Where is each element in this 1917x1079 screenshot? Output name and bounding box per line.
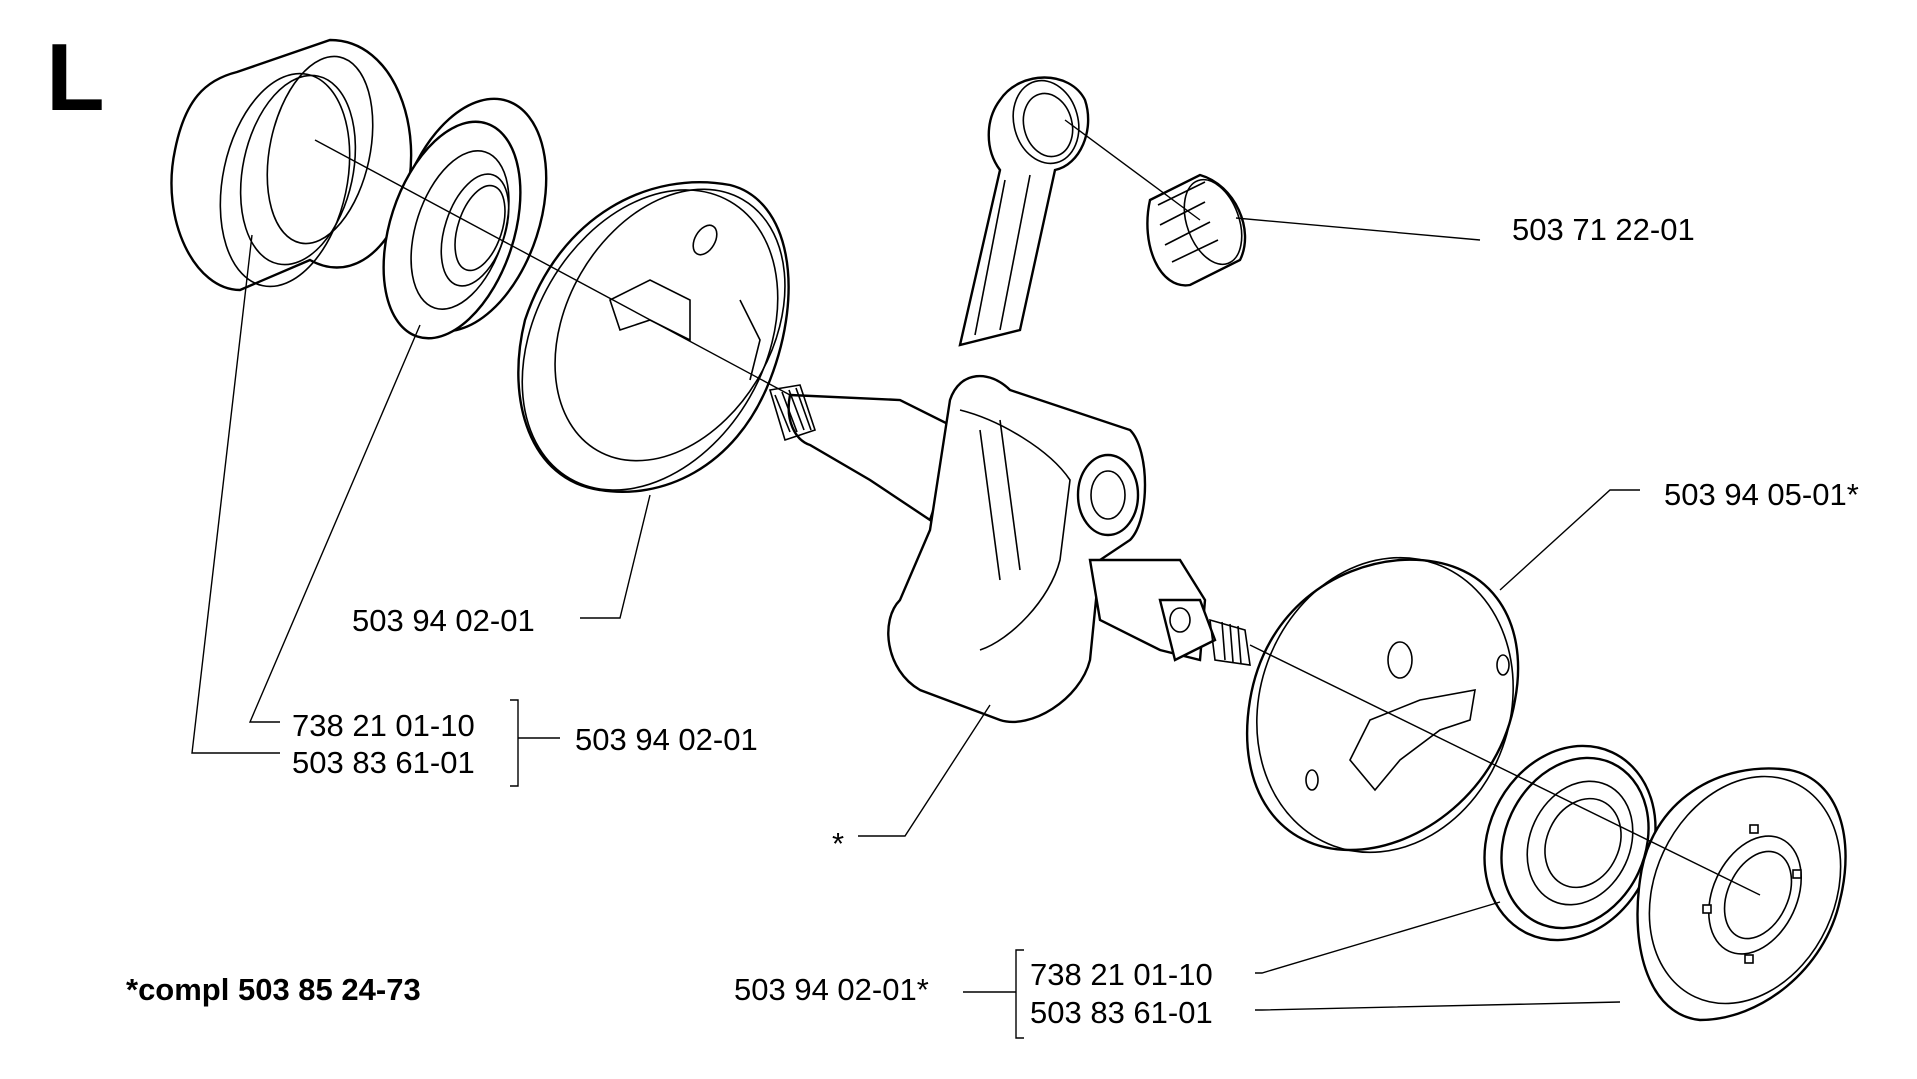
part-number-flywheel-half-right[interactable]: 503 94 05-01* — [1664, 477, 1859, 512]
part-number-needle-bearing[interactable]: 503 71 22-01 — [1512, 212, 1695, 247]
part-number-seal-left[interactable]: 503 83 61-01 — [292, 745, 475, 780]
part-number-kit-right[interactable]: 503 94 02-01* — [734, 972, 929, 1007]
part-number-kit-left[interactable]: 503 94 02-01 — [575, 722, 758, 757]
crankshaft-marker[interactable]: * — [832, 826, 845, 861]
left-seal-ring — [170, 38, 413, 292]
crankshaft-assembly — [768, 76, 1251, 724]
left-flywheel-half — [517, 181, 790, 494]
assembly-axis-lines — [314, 119, 1761, 896]
needle-bearing — [1146, 173, 1247, 287]
right-flywheel-half — [1245, 556, 1520, 854]
right-ball-bearing — [1483, 744, 1657, 942]
part-number-bearing-right[interactable]: 738 21 01-10 — [1030, 957, 1213, 992]
left-ball-bearing — [382, 97, 548, 340]
part-number-seal-right[interactable]: 503 83 61-01 — [1030, 995, 1213, 1030]
section-letter: L — [46, 24, 105, 131]
right-seal-ring — [1636, 767, 1847, 1022]
footnote: *compl 503 85 24-73 — [126, 972, 421, 1007]
part-number-bearing-left[interactable]: 738 21 01-10 — [292, 708, 475, 743]
part-number-flywheel-half-left[interactable]: 503 94 02-01 — [352, 603, 535, 638]
leader-lines — [191, 217, 1640, 1039]
